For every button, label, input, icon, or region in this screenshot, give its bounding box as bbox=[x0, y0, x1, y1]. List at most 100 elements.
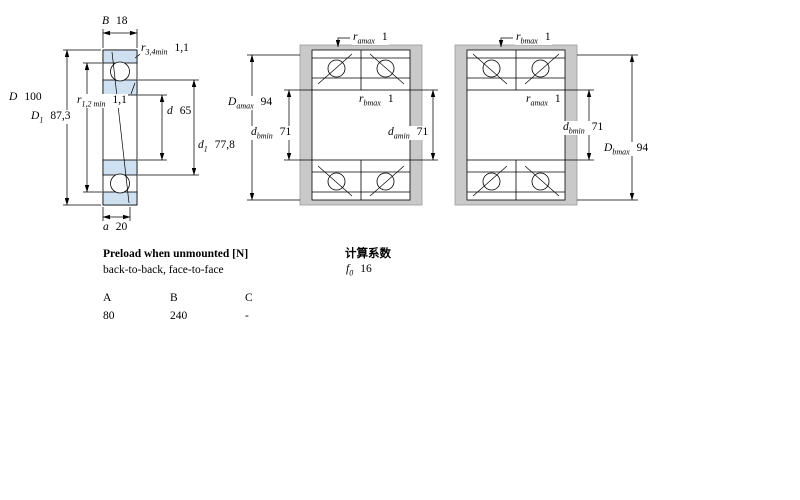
leader-ramax bbox=[335, 37, 350, 48]
preload-table-value-c: - bbox=[245, 310, 249, 322]
preload-subtitle: back-to-back, face-to-face bbox=[103, 264, 224, 276]
dim-label-Dbmax: Dbmax 94 bbox=[603, 142, 650, 157]
dim-value: 1,1 bbox=[174, 42, 189, 54]
dim-subscript: amax bbox=[530, 98, 548, 108]
leader-r12 bbox=[130, 82, 136, 95]
dim-value: 87,3 bbox=[50, 110, 71, 122]
dim-value: 77,8 bbox=[214, 139, 235, 151]
dim-symbol: r bbox=[359, 93, 364, 105]
dim-value: 71 bbox=[416, 126, 429, 138]
dim-label-rbmax-middle: rbmax 1 bbox=[358, 93, 395, 108]
dim-symbol: r bbox=[526, 93, 531, 105]
dim-value: 1 bbox=[381, 31, 388, 43]
left-view-dimension-lines bbox=[63, 29, 199, 221]
dim-label-r12: r1,2 min 1,1 bbox=[76, 94, 128, 109]
contact-angle-line bbox=[472, 53, 508, 85]
bearing-cross-section-view bbox=[102, 49, 138, 206]
ball bbox=[482, 59, 501, 78]
inner-ring-bottom bbox=[102, 159, 138, 176]
outer-ring-top bbox=[102, 49, 138, 64]
dim-label-a: a 20 bbox=[102, 221, 129, 236]
dim-label-d1: d1 77,8 bbox=[197, 139, 236, 154]
leader-rbmax bbox=[498, 37, 513, 48]
preload-table-header-a: A bbox=[103, 292, 112, 304]
dim-subscript: bmin bbox=[256, 131, 273, 141]
ball bbox=[531, 59, 550, 78]
dim-subscript: bmax bbox=[520, 36, 538, 46]
dim-label-ramax-top: ramax 1 bbox=[352, 31, 389, 46]
dim-symbol: r bbox=[77, 94, 82, 106]
dim-label-damin: damin 71 bbox=[387, 126, 430, 141]
dim-subscript: bmin bbox=[568, 126, 585, 136]
dim-symbol: D bbox=[31, 110, 40, 122]
ball-top bbox=[110, 61, 130, 82]
dim-subscript: 1 bbox=[39, 115, 44, 125]
dim-symbol: a bbox=[103, 221, 109, 233]
dim-symbol: d bbox=[388, 126, 394, 138]
dim-symbol: r bbox=[353, 31, 358, 43]
preload-table-header-b: B bbox=[170, 292, 178, 304]
dim-subscript: 1 bbox=[203, 144, 208, 154]
dim-subscript: amax bbox=[357, 36, 375, 46]
dim-symbol: r bbox=[141, 42, 146, 54]
preload-table-header-c: C bbox=[245, 292, 253, 304]
dim-label-rbmax-top: rbmax 1 bbox=[515, 31, 552, 46]
contact-angle-line bbox=[317, 53, 353, 85]
right-view-dimension-lines bbox=[498, 37, 638, 201]
dim-label-Damax: Damax 94 bbox=[227, 96, 274, 111]
dim-symbol: d bbox=[563, 121, 569, 133]
dim-subscript: bmax bbox=[612, 147, 630, 157]
dim-symbol: d bbox=[167, 105, 173, 117]
dim-symbol: D bbox=[9, 91, 18, 103]
dim-symbol: B bbox=[102, 15, 110, 27]
preload-title: Preload when unmounted [N] bbox=[103, 248, 249, 260]
contact-angle-line bbox=[317, 165, 353, 197]
dim-value: 1 bbox=[387, 93, 394, 105]
back-to-back-arrangement-view bbox=[299, 44, 423, 206]
dim-subscript: 3,4min bbox=[145, 47, 168, 57]
dim-subscript: bmax bbox=[363, 98, 381, 108]
dim-value: 1 bbox=[554, 93, 561, 105]
dim-label-d: d 65 bbox=[166, 105, 193, 120]
dim-value: 1,1 bbox=[112, 94, 127, 106]
dim-label-D1: D1 87,3 bbox=[30, 110, 72, 125]
dim-subscript: 1,2 min bbox=[81, 99, 106, 109]
dim-subscript: amin bbox=[393, 131, 410, 141]
dim-value: 16 bbox=[360, 263, 372, 275]
dim-value: 20 bbox=[115, 221, 128, 233]
contact-angle-line bbox=[111, 51, 130, 204]
dim-symbol: d bbox=[198, 139, 204, 151]
dim-symbol: r bbox=[516, 31, 521, 43]
dim-value: 100 bbox=[24, 91, 42, 103]
dim-symbol: D bbox=[604, 142, 613, 154]
dim-label-r34: r3,4min 1,1 bbox=[140, 42, 190, 57]
ball bbox=[531, 172, 550, 191]
dim-value: 65 bbox=[179, 105, 192, 117]
contact-angle-line bbox=[369, 165, 405, 197]
dim-symbol: D bbox=[228, 96, 237, 108]
dim-value: 94 bbox=[260, 96, 273, 108]
contact-angle-line bbox=[369, 53, 405, 85]
contact-angle-line bbox=[472, 165, 508, 197]
dim-value: 1 bbox=[544, 31, 551, 43]
dim-subscript: amax bbox=[236, 101, 254, 111]
dim-value: 18 bbox=[116, 15, 128, 27]
dim-label-dbmin-middle: dbmin 71 bbox=[250, 126, 293, 141]
dim-value: 71 bbox=[591, 121, 604, 133]
face-to-face-arrangement-view bbox=[454, 44, 578, 206]
ball-bottom bbox=[110, 173, 130, 194]
dim-label-dbmin-right: dbmin 71 bbox=[562, 121, 605, 136]
dim-label-f0: f0 16 bbox=[345, 263, 373, 278]
inner-ring-top bbox=[102, 79, 138, 96]
dim-label-B: B 18 bbox=[101, 15, 129, 30]
contact-angle-line bbox=[524, 53, 560, 85]
dim-value: 94 bbox=[636, 142, 649, 154]
preload-table-value-a: 80 bbox=[103, 310, 115, 322]
dim-symbol: f bbox=[346, 263, 350, 275]
dim-symbol: d bbox=[251, 126, 257, 138]
dim-label-ramax-right: ramax 1 bbox=[525, 93, 562, 108]
calculation-factors-title: 计算系数 bbox=[345, 248, 391, 260]
dim-subscript: 0 bbox=[349, 268, 354, 278]
dim-value: 71 bbox=[279, 126, 292, 138]
